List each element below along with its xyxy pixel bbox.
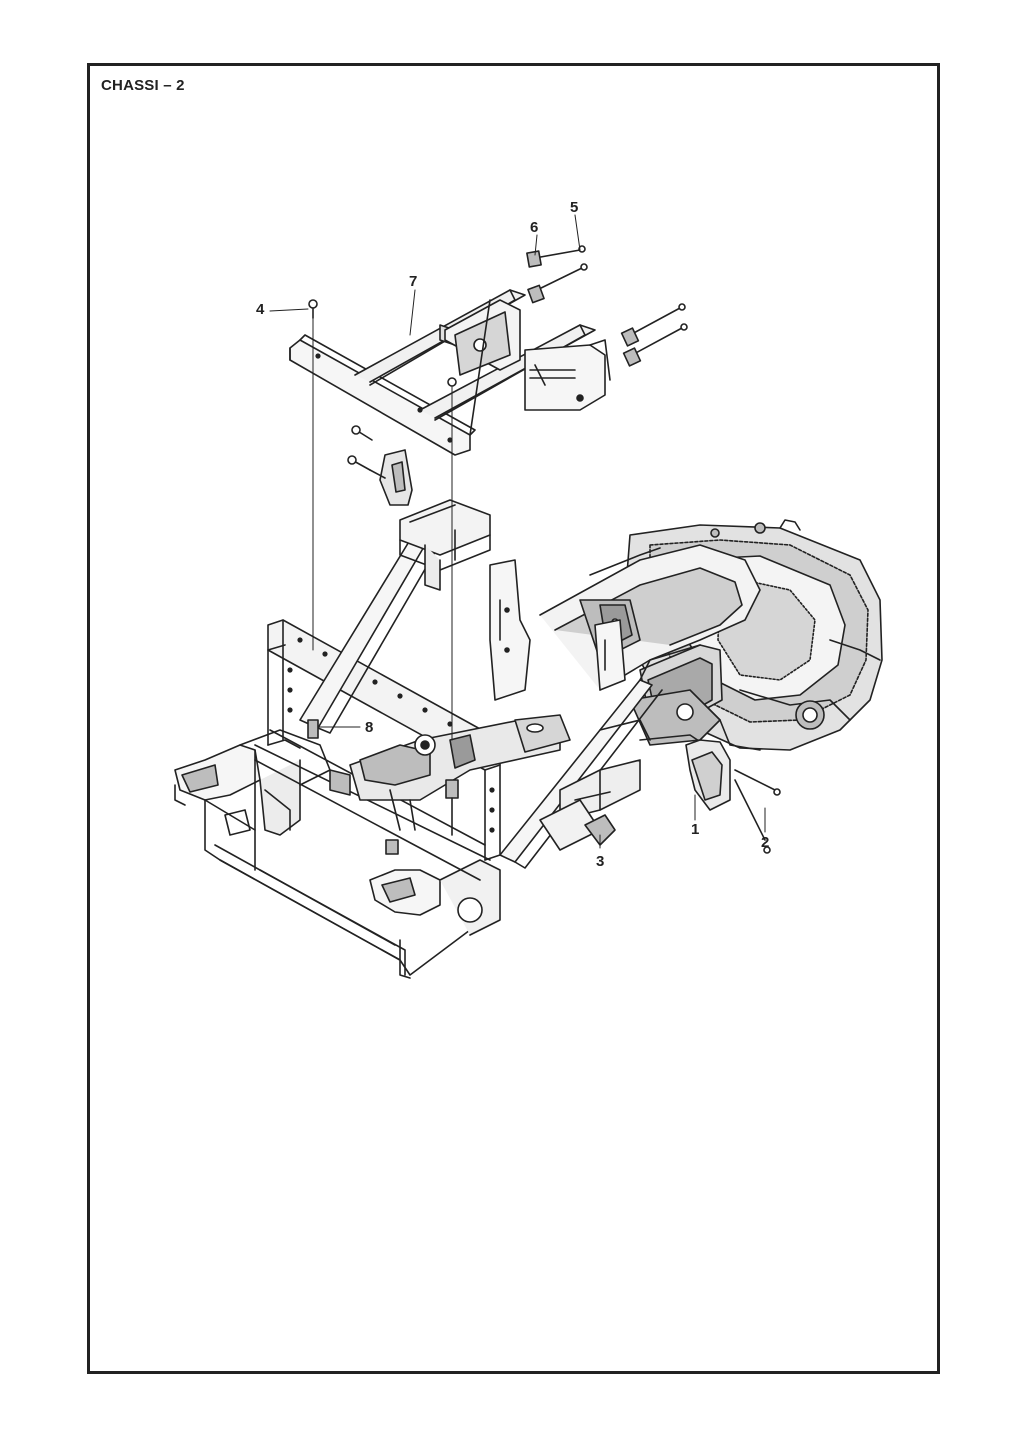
callout-8: 8 <box>365 719 373 736</box>
top-fasteners <box>526 245 688 367</box>
diagonal-braces <box>299 539 701 869</box>
callout-1: 1 <box>691 821 699 838</box>
leader-lines <box>269 214 766 849</box>
seat-frame <box>289 289 611 456</box>
front-vertical-rack <box>254 619 501 881</box>
front-lower-frame <box>174 729 501 979</box>
right-front-rail <box>539 719 651 851</box>
callout-5: 5 <box>570 199 578 216</box>
right-bracket-1 <box>685 739 781 854</box>
center-upright-plates <box>489 559 626 701</box>
callout-2: 2 <box>761 834 769 851</box>
callout-7: 7 <box>409 273 417 290</box>
callout-labels: 1 2 3 4 5 6 7 8 <box>256 199 769 870</box>
mid-brackets <box>347 425 413 506</box>
callout-4: 4 <box>256 301 265 318</box>
center-gearbox <box>629 644 723 756</box>
callout-3: 3 <box>596 853 604 870</box>
callout-6: 6 <box>530 219 538 236</box>
top-cross-mount <box>399 499 491 591</box>
bolt-4-assembly <box>307 299 459 836</box>
page-title: CHASSI – 2 <box>101 77 185 94</box>
clip-3 <box>584 814 616 846</box>
lower-pivot-arm <box>349 714 571 855</box>
